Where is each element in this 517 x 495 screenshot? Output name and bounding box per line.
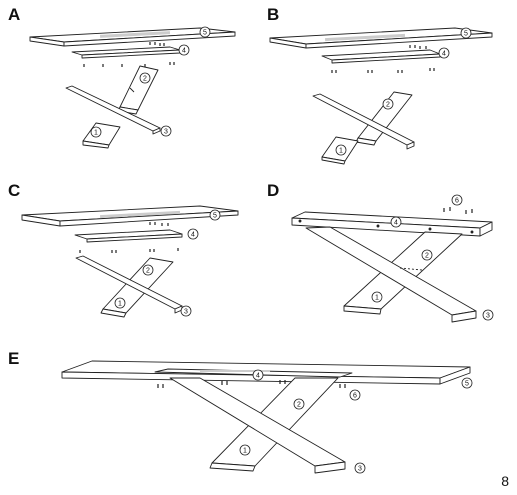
callout-b-2: 2 <box>382 98 394 110</box>
svg-text:5: 5 <box>203 30 207 37</box>
panel-a-leg-2 <box>117 65 159 115</box>
panel-a-rail-plate <box>71 46 181 59</box>
callout-d-4: 4 <box>390 216 402 228</box>
panel-c-tabletop <box>21 205 239 227</box>
svg-text:1: 1 <box>118 301 122 308</box>
callout-c-3: 3 <box>180 305 192 317</box>
panel-b-leg-3 <box>312 93 415 150</box>
panel-label-a: A <box>8 5 21 24</box>
svg-text:6: 6 <box>455 198 459 205</box>
callout-d-6: 6 <box>451 194 463 206</box>
panel-b-drawing <box>269 27 493 165</box>
svg-text:3: 3 <box>164 129 168 136</box>
callout-b-5: 5 <box>460 27 472 39</box>
panel-label-e: E <box>8 349 20 368</box>
callout-d-1: 1 <box>371 291 383 303</box>
callout-a-4: 4 <box>178 44 190 56</box>
svg-text:1: 1 <box>375 295 379 302</box>
panel-d-screws <box>443 207 473 214</box>
callout-e-5: 5 <box>461 377 473 389</box>
svg-text:4: 4 <box>442 51 446 58</box>
callout-c-2: 2 <box>142 264 154 276</box>
panel-e-leg-3 <box>169 377 346 474</box>
svg-text:1: 1 <box>339 148 343 155</box>
panel-d-leg-3 <box>305 226 477 323</box>
panel-b-tabletop <box>269 27 493 49</box>
panel-c-screws <box>79 222 179 253</box>
callout-c-5: 5 <box>209 209 221 221</box>
callout-b-1: 1 <box>335 144 347 156</box>
panel-a-drawing <box>29 27 236 149</box>
callout-d-3: 3 <box>482 309 494 321</box>
panel-b-screws <box>331 45 435 73</box>
panel-label-d: D <box>267 181 280 200</box>
panel-c-leg-3 <box>75 255 183 314</box>
callout-e-1: 1 <box>239 444 251 456</box>
callout-e-2: 2 <box>293 398 305 410</box>
panel-e-screws <box>157 380 346 388</box>
svg-text:5: 5 <box>213 213 217 220</box>
svg-text:4: 4 <box>182 48 186 55</box>
callout-e-4: 4 <box>252 369 264 381</box>
svg-text:3: 3 <box>358 466 362 473</box>
callout-a-3: 3 <box>160 125 172 137</box>
svg-text:1: 1 <box>243 448 247 455</box>
callout-a-1: 1 <box>90 126 102 138</box>
svg-text:4: 4 <box>394 220 398 227</box>
svg-text:5: 5 <box>464 31 468 38</box>
callouts: 5 4 2 1 3 5 4 2 1 5 4 2 1 3 4 6 2 1 3 4 … <box>90 26 494 474</box>
panel-e-drawing <box>61 360 471 474</box>
svg-text:2: 2 <box>425 253 429 260</box>
callout-e-6: 6 <box>349 389 361 401</box>
svg-text:4: 4 <box>256 373 260 380</box>
svg-text:1: 1 <box>94 130 98 137</box>
callout-d-2: 2 <box>421 249 433 261</box>
svg-text:2: 2 <box>146 268 150 275</box>
panel-d-drawing <box>291 207 493 323</box>
svg-text:2: 2 <box>386 102 390 109</box>
svg-text:3: 3 <box>184 309 188 316</box>
svg-text:2: 2 <box>297 402 301 409</box>
panel-b-rail-plate <box>321 49 441 64</box>
svg-text:2: 2 <box>143 76 147 83</box>
panel-c-rail-plate <box>74 229 183 243</box>
svg-text:4: 4 <box>191 232 195 239</box>
panel-label-b: B <box>267 5 280 24</box>
panel-a-leg-1 <box>82 122 121 149</box>
svg-text:6: 6 <box>353 393 357 400</box>
page-number: 8 <box>501 473 509 489</box>
callout-a-5: 5 <box>199 26 211 38</box>
svg-text:3: 3 <box>486 313 490 320</box>
panel-a-leg-3 <box>65 85 161 135</box>
panel-c-drawing <box>21 205 239 318</box>
panel-a-tabletop <box>29 27 236 47</box>
callout-b-4: 4 <box>438 47 450 59</box>
svg-text:5: 5 <box>465 381 469 388</box>
panel-a-screws <box>83 42 175 67</box>
panel-e-tabletop <box>61 360 471 385</box>
panel-label-c: C <box>8 181 21 200</box>
callout-c-4: 4 <box>187 228 199 240</box>
callout-e-3: 3 <box>354 462 366 474</box>
panel-b-leg-2 <box>355 91 413 146</box>
callout-a-2: 2 <box>139 72 151 84</box>
callout-c-1: 1 <box>114 297 126 309</box>
